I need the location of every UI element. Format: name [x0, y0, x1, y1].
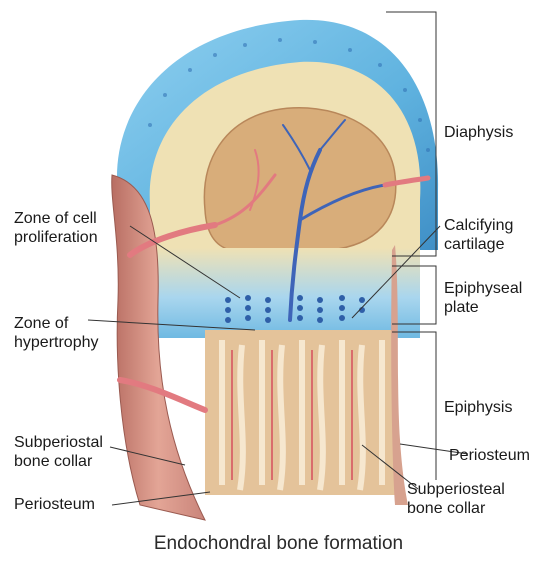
- label-line: hypertrophy: [14, 333, 99, 352]
- label-line: cartilage: [444, 235, 513, 254]
- label-periosteum-right: Periosteum: [449, 446, 530, 465]
- leader-calcifying-cartilage: [352, 226, 440, 318]
- label-zone-cell-proliferation: Zone of cell proliferation: [14, 209, 98, 247]
- label-zone-hypertrophy: Zone of hypertrophy: [14, 314, 99, 352]
- label-subperiosteal-bone-collar-right: Subperiosteal bone collar: [407, 480, 505, 518]
- label-epiphyseal-plate: Epiphyseal plate: [444, 279, 522, 317]
- leader-subperiostal-collar-left: [110, 447, 185, 465]
- label-epiphysis: Epiphysis: [444, 398, 512, 417]
- bracket-epiphyseal-plate: [392, 266, 436, 324]
- leader-zone-hypertrophy: [88, 320, 255, 330]
- label-line: Epiphyseal: [444, 279, 522, 298]
- label-subperiostal-bone-collar: Subperiostal bone collar: [14, 433, 103, 471]
- leader-zone-cell-proliferation: [130, 226, 240, 298]
- label-line: bone collar: [407, 499, 505, 518]
- label-line: plate: [444, 298, 522, 317]
- label-line: Zone of: [14, 314, 99, 333]
- label-line: proliferation: [14, 228, 98, 247]
- label-line: bone collar: [14, 452, 103, 471]
- label-diaphysis: Diaphysis: [444, 123, 513, 142]
- leader-periosteum-left: [112, 492, 210, 505]
- label-line: Subperiostal: [14, 433, 103, 452]
- label-calcifying-cartilage: Calcifying cartilage: [444, 216, 513, 254]
- bracket-epiphysis: [392, 332, 436, 480]
- figure-caption: Endochondral bone formation: [0, 533, 557, 555]
- label-line: Calcifying: [444, 216, 513, 235]
- bracket-diaphysis: [386, 12, 436, 256]
- label-line: Subperiosteal: [407, 480, 505, 499]
- label-line: Zone of cell: [14, 209, 98, 228]
- label-periosteum-left: Periosteum: [14, 495, 95, 514]
